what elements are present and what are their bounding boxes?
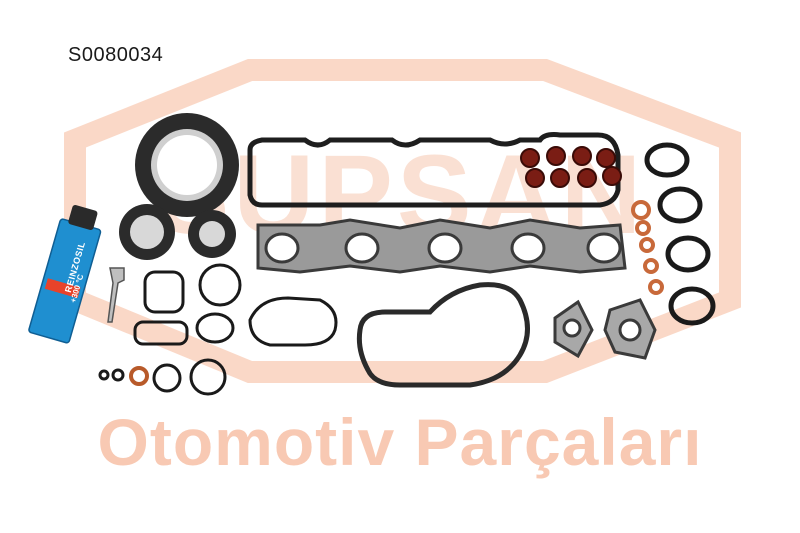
- pin-tool: [107, 267, 125, 323]
- valve-stem-seals: [520, 146, 622, 188]
- copper-washer-small: [129, 366, 149, 386]
- watermark-tagline: Otomotiv Parçaları: [97, 405, 703, 479]
- crank-seal-small: [119, 204, 236, 260]
- sealant-tube: [28, 205, 102, 344]
- small-gaskets-left: [98, 263, 338, 396]
- copper-washers: [631, 200, 664, 295]
- o-rings-right: [644, 142, 716, 326]
- valve-cover-gasket: [247, 132, 621, 208]
- product-code: S0080034: [68, 44, 164, 66]
- water-pump-gasket: [356, 282, 530, 388]
- crank-seal-large: [135, 113, 239, 217]
- egr-gaskets: [553, 298, 657, 360]
- manifold-gasket: [256, 218, 627, 274]
